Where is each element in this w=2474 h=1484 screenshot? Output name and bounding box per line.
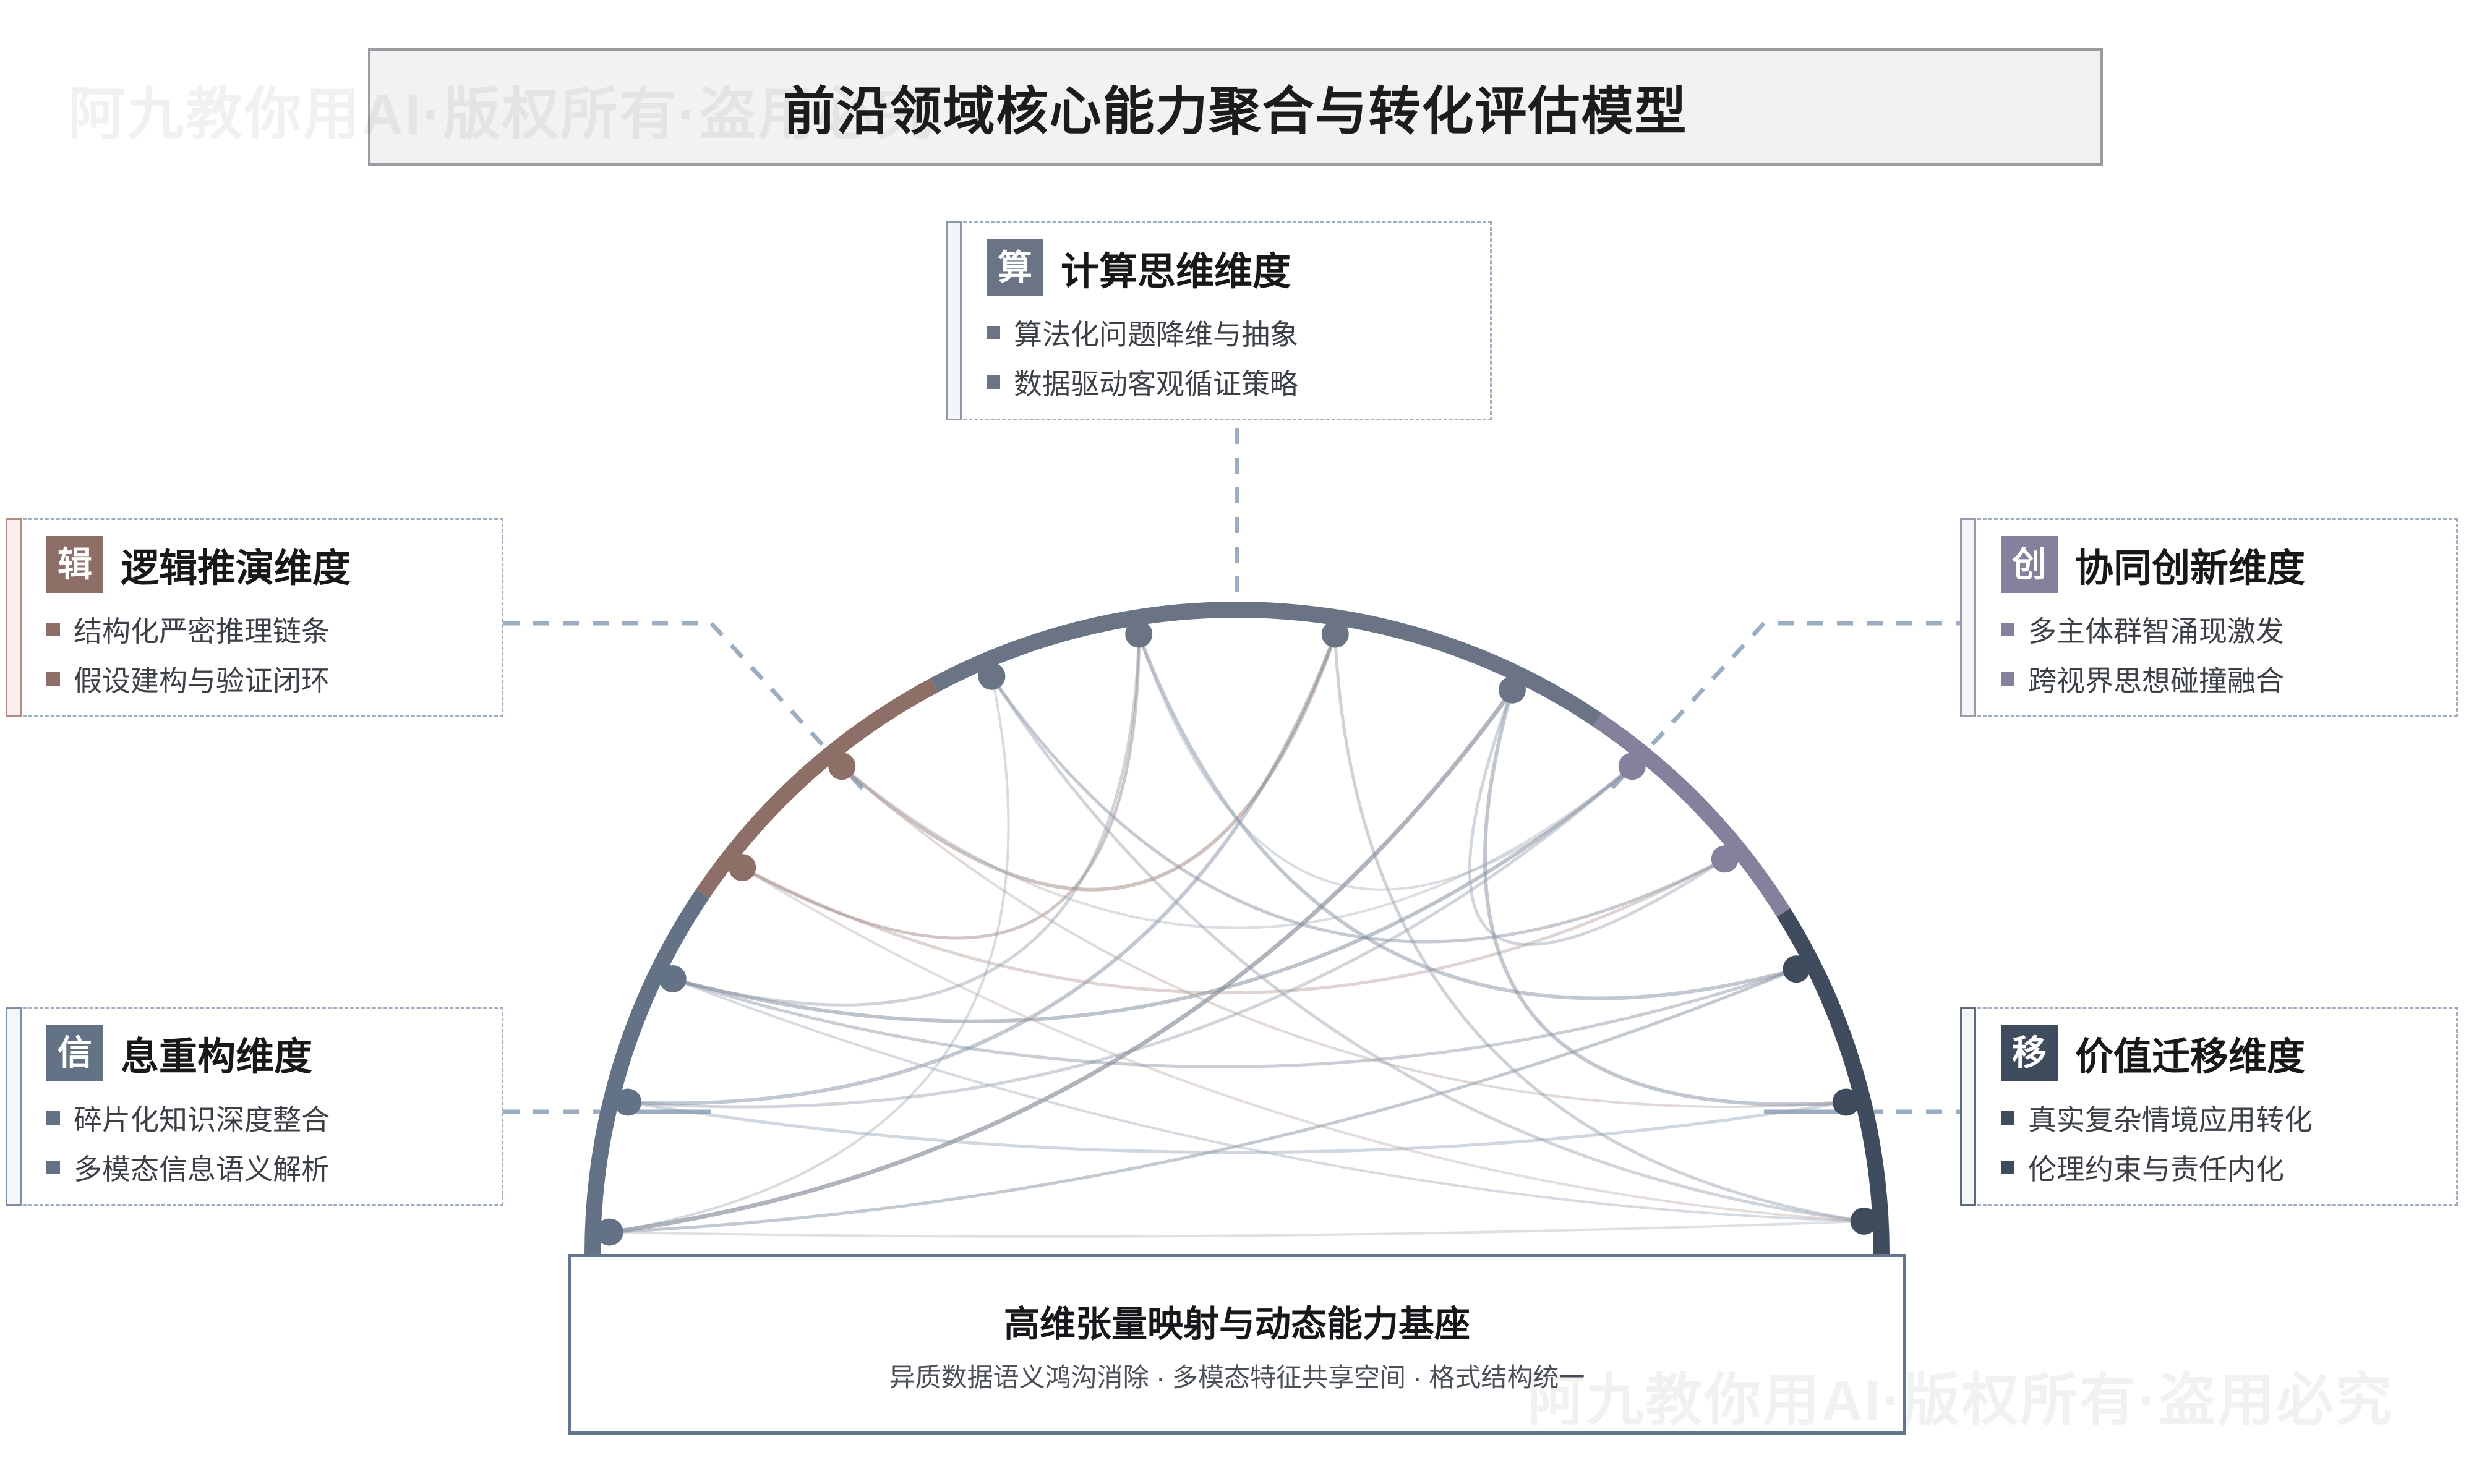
bullet-square-icon xyxy=(2001,1161,2014,1174)
dimension-card-innovate[interactable]: 创 协同创新维度 多主体群智涌现激发 跨视界思想碰撞融合 xyxy=(1960,518,2458,717)
dimension-title: 价值迁移维度 xyxy=(2075,1036,2306,1078)
list-item: 碎片化知识深度整合 xyxy=(46,1098,481,1138)
foundation-panel: 高维张量映射与动态能力基座 异质数据语义鸿沟消除 · 多模态特征共享空间 · 格… xyxy=(568,1254,1906,1435)
bullet-text: 碎片化知识深度整合 xyxy=(74,1104,330,1136)
bullet-text: 算法化问题降维与抽象 xyxy=(1014,318,1298,351)
list-item: 跨视界思想碰撞融合 xyxy=(2001,659,2435,699)
list-item: 结构化严密推理链条 xyxy=(46,609,481,650)
card-accent-bar xyxy=(6,1007,22,1206)
foundation-title: 高维张量映射与动态能力基座 xyxy=(1003,1303,1470,1344)
dimension-bullets: 多主体群智涌现激发 跨视界思想碰撞融合 xyxy=(2001,609,2435,699)
list-item: 算法化问题降维与抽象 xyxy=(987,312,1469,353)
bullet-text: 伦理约束与责任内化 xyxy=(2028,1153,2284,1185)
foundation-subtitle: 异质数据语义鸿沟消除 · 多模态特征共享空间 · 格式结构统一 xyxy=(889,1362,1585,1392)
dimension-title: 协同创新维度 xyxy=(2075,547,2306,590)
card-accent-bar xyxy=(1960,1007,1976,1206)
bullet-text: 数据驱动客观循证策略 xyxy=(1014,368,1298,400)
bullet-square-icon xyxy=(987,375,1000,389)
bullet-square-icon xyxy=(46,1161,60,1174)
dimension-title: 逻辑推演维度 xyxy=(121,547,351,590)
dimension-card-transfer[interactable]: 移 价值迁移维度 真实复杂情境应用转化 伦理约束与责任内化 xyxy=(1960,1007,2458,1206)
dimension-bullets: 真实复杂情境应用转化 伦理约束与责任内化 xyxy=(2001,1098,2435,1188)
dimension-title: 息重构维度 xyxy=(121,1036,313,1078)
card-header: 信 息重构维度 xyxy=(46,1025,481,1081)
list-item: 假设建构与验证闭环 xyxy=(46,659,481,699)
page-title: 前沿领域核心能力聚合与转化评估模型 xyxy=(783,82,1688,140)
dimension-badge-icon: 算 xyxy=(987,239,1043,296)
bullet-square-icon xyxy=(46,1111,60,1125)
dimension-badge-icon: 移 xyxy=(2001,1025,2058,1081)
card-header: 移 价值迁移维度 xyxy=(2001,1025,2435,1081)
dimension-card-info[interactable]: 信 息重构维度 碎片化知识深度整合 多模态信息语义解析 xyxy=(6,1007,503,1206)
dimension-badge-icon: 创 xyxy=(2001,536,2058,593)
bullet-text: 真实复杂情境应用转化 xyxy=(2028,1104,2313,1136)
card-accent-bar xyxy=(946,221,962,420)
dimension-card-compute[interactable]: 算 计算思维维度 算法化问题降维与抽象 数据驱动客观循证策略 xyxy=(946,221,1492,420)
dimension-card-logic[interactable]: 辑 逻辑推演维度 结构化严密推理链条 假设建构与验证闭环 xyxy=(6,518,503,717)
card-accent-bar xyxy=(1960,518,1976,717)
bullet-square-icon xyxy=(987,326,1000,339)
dimension-bullets: 结构化严密推理链条 假设建构与验证闭环 xyxy=(46,609,481,699)
card-accent-bar xyxy=(6,518,22,717)
bullet-square-icon xyxy=(46,672,60,686)
bullet-text: 结构化严密推理链条 xyxy=(74,615,330,647)
bullet-square-icon xyxy=(2001,1111,2014,1125)
list-item: 多模态信息语义解析 xyxy=(46,1147,481,1188)
bullet-text: 多主体群智涌现激发 xyxy=(2028,615,2284,647)
page-title-box: 前沿领域核心能力聚合与转化评估模型 xyxy=(368,48,2103,166)
bullet-square-icon xyxy=(2001,672,2014,686)
dimension-title: 计算思维维度 xyxy=(1061,250,1291,293)
bullet-text: 多模态信息语义解析 xyxy=(74,1153,330,1185)
bullet-text: 跨视界思想碰撞融合 xyxy=(2028,665,2284,697)
list-item: 数据驱动客观循证策略 xyxy=(987,362,1469,403)
dimension-badge-icon: 辑 xyxy=(46,536,103,593)
list-item: 伦理约束与责任内化 xyxy=(2001,1147,2435,1188)
dimension-badge-icon: 信 xyxy=(46,1025,103,1081)
list-item: 真实复杂情境应用转化 xyxy=(2001,1098,2435,1138)
bullet-square-icon xyxy=(46,623,60,636)
card-header: 创 协同创新维度 xyxy=(2001,536,2435,593)
bullet-text: 假设建构与验证闭环 xyxy=(74,665,330,697)
bullet-square-icon xyxy=(2001,623,2014,636)
dimension-bullets: 算法化问题降维与抽象 数据驱动客观循证策略 xyxy=(987,312,1469,403)
card-header: 算 计算思维维度 xyxy=(987,239,1469,296)
dimension-bullets: 碎片化知识深度整合 多模态信息语义解析 xyxy=(46,1098,481,1188)
card-header: 辑 逻辑推演维度 xyxy=(46,536,481,593)
list-item: 多主体群智涌现激发 xyxy=(2001,609,2435,650)
